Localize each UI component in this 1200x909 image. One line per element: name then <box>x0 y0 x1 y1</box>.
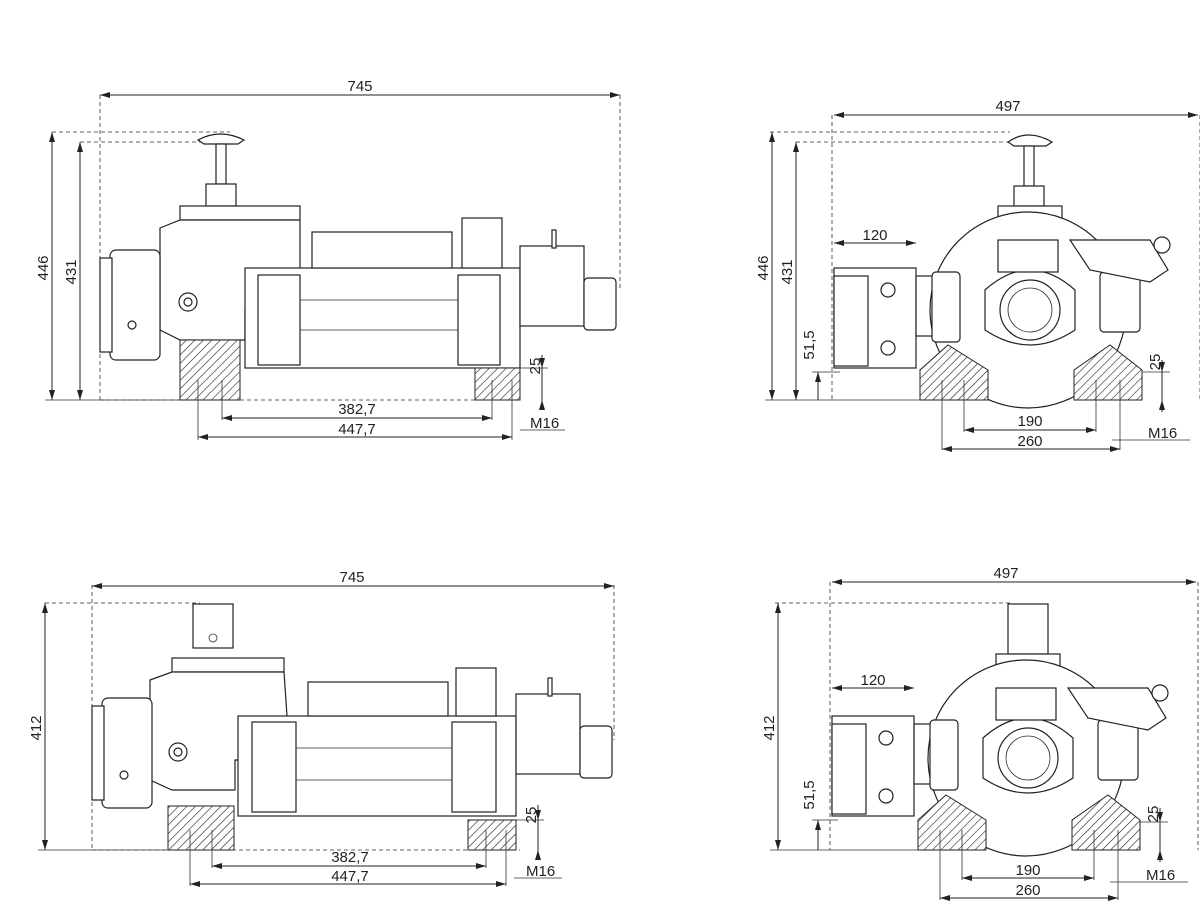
thread-label: M16 <box>526 863 555 880</box>
side-view-bottom: 745 412 25 <box>28 569 615 887</box>
bolt-span-inner: 190 <box>1015 862 1040 879</box>
bolt-span-outer: 447,7 <box>331 868 369 885</box>
body-height-dimension: 431 <box>779 259 796 284</box>
bolt-span-inner: 382,7 <box>338 401 376 418</box>
length-dimension: 745 <box>339 569 364 586</box>
thread-label: M16 <box>530 415 559 432</box>
total-height-dimension: 412 <box>761 715 778 740</box>
side-view-top: 745 446 431 <box>35 78 621 440</box>
bolt-span-outer: 260 <box>1015 882 1040 899</box>
total-height-dimension: 446 <box>755 255 772 280</box>
bolt-span-outer: 447,7 <box>338 421 376 438</box>
bolt-span-outer: 260 <box>1017 433 1042 450</box>
length-dimension: 745 <box>347 78 372 95</box>
foot-height-dimension: 25 <box>527 358 544 375</box>
motor-width-dimension: 120 <box>862 227 887 244</box>
front-view-bottom: 497 412 120 51,5 <box>761 565 1199 901</box>
axis-height-dimension: 51,5 <box>801 330 818 359</box>
width-dimension: 497 <box>993 565 1018 582</box>
bolt-span-inner: 190 <box>1017 413 1042 430</box>
thread-label: M16 <box>1148 425 1177 442</box>
thread-label: M16 <box>1146 867 1175 884</box>
total-height-dimension: 446 <box>35 255 52 280</box>
axis-height-dimension: 51,5 <box>801 780 818 809</box>
body-height-dimension: 431 <box>63 259 80 284</box>
bolt-span-inner: 382,7 <box>331 849 369 866</box>
front-view-top: 497 446 431 120 51,5 <box>755 98 1200 452</box>
width-dimension: 497 <box>995 98 1020 115</box>
total-height-dimension: 412 <box>28 715 45 740</box>
motor-width-dimension: 120 <box>860 672 885 689</box>
foot-height-dimension: 25 <box>523 807 540 824</box>
foot-height-dimension: 25 <box>1147 354 1164 371</box>
foot-height-dimension: 25 <box>1145 806 1162 823</box>
